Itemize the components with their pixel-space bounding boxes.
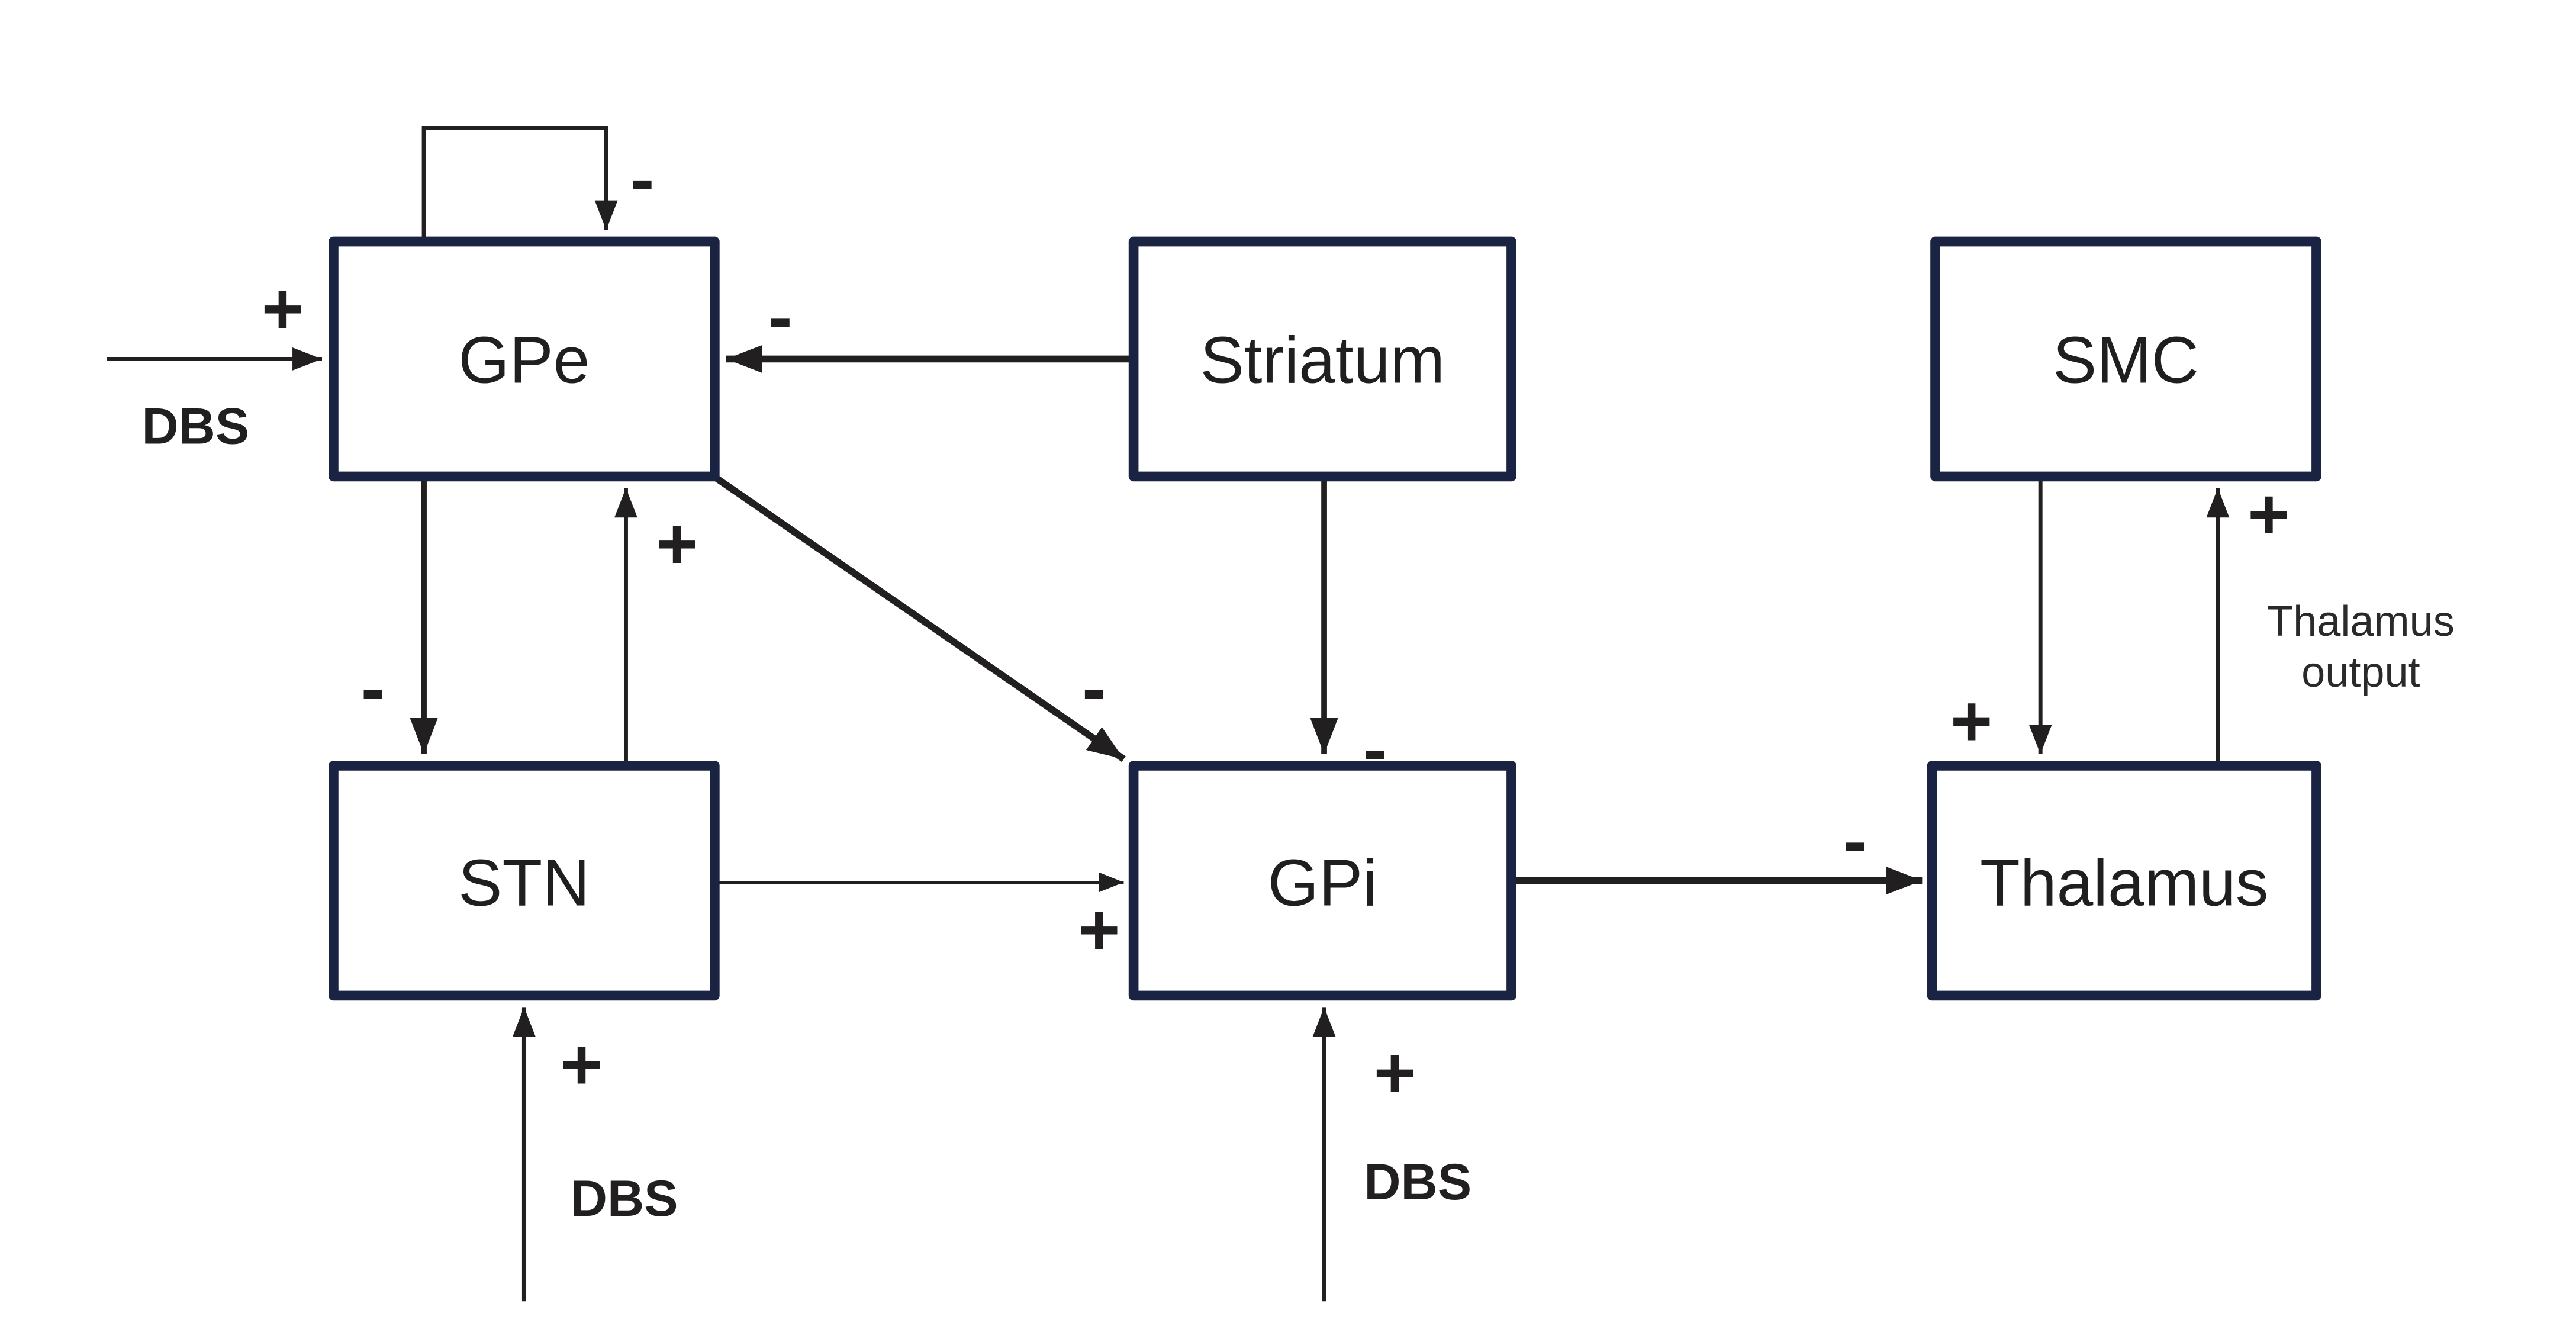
sign-gpe-stn: - — [361, 648, 385, 729]
sign-stn-gpi: + — [1078, 889, 1120, 970]
sign-dbs-gpe: + — [262, 268, 304, 349]
sign-stn-gpe: + — [656, 503, 698, 584]
node-thalamus: Thalamus — [1927, 761, 2321, 1001]
dbs-label-stn: DBS — [571, 1170, 678, 1227]
sign-gpi-thalamus: - — [1843, 800, 1867, 881]
thalamus-box — [1927, 761, 2321, 1001]
stn-box — [329, 761, 720, 1001]
node-stn: STN — [329, 761, 720, 1001]
striatum-box — [1128, 236, 1516, 482]
thalamus-label: Thalamus — [1980, 846, 2268, 919]
sign-dbs-stn: + — [561, 1024, 603, 1105]
sign-smc-thalamus: + — [1950, 680, 1992, 761]
thalamus-output-line2: output — [2301, 649, 2420, 696]
sign-gpe-gpi: - — [1082, 648, 1106, 729]
smc-box — [1930, 236, 2321, 482]
gpi-label: GPi — [1268, 846, 1377, 919]
sign-dbs-gpi: + — [1374, 1032, 1416, 1113]
dbs-label-gpi: DBS — [1364, 1154, 1471, 1211]
gpi-box — [1128, 761, 1516, 1001]
node-gpe: GPe — [329, 236, 720, 482]
striatum-label: Striatum — [1200, 324, 1445, 397]
node-smc: SMC — [1930, 236, 2321, 482]
node-striatum: Striatum — [1128, 236, 1516, 482]
sign-striatum-gpe: - — [768, 276, 793, 357]
gpe-label: GPe — [458, 324, 590, 397]
thalamus-output-annotation: Thalamus output — [2267, 598, 2455, 696]
edge-gpe-to-gpi — [714, 475, 1126, 762]
smc-label: SMC — [2053, 324, 2199, 397]
sign-gpe-self: - — [630, 138, 655, 219]
node-gpi: GPi — [1128, 761, 1516, 1001]
dbs-label-gpe: DBS — [141, 398, 249, 455]
sign-striatum-gpi: - — [1363, 708, 1387, 789]
thalamus-output-line1: Thalamus — [2267, 598, 2455, 645]
stn-label: STN — [458, 846, 590, 919]
edge-gpe-self-loop — [421, 126, 618, 245]
sign-thalamus-smc: + — [2247, 473, 2290, 554]
gpe-box — [329, 236, 720, 482]
